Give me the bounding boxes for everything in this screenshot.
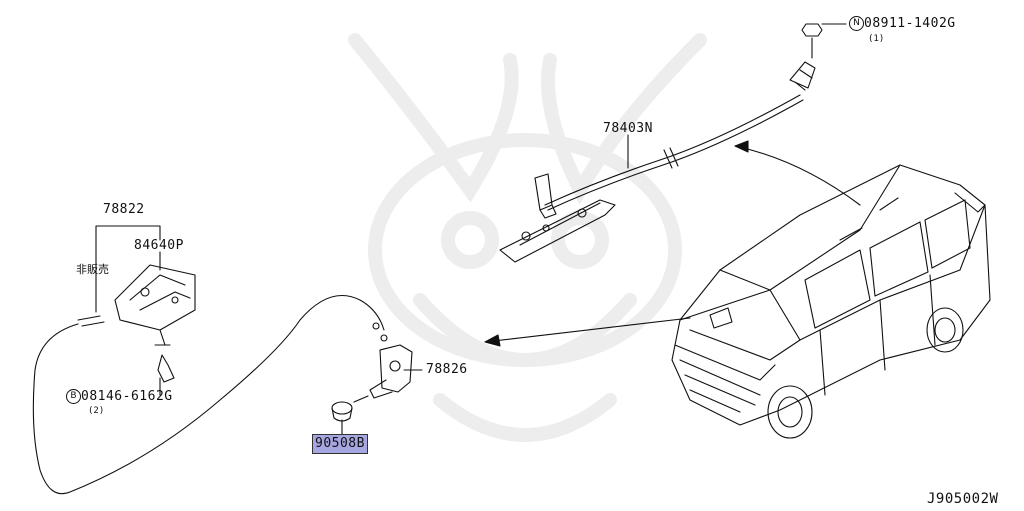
diagram-id: J905002W: [927, 491, 999, 507]
part-label-78826[interactable]: 78826: [426, 362, 468, 377]
grommet-90508b: [331, 395, 369, 422]
van-illustration: [671, 164, 991, 439]
part-label-84640p[interactable]: 84640P: [134, 238, 184, 253]
part-label-78403n[interactable]: 78403N: [603, 121, 653, 136]
arrow-head-front: [484, 334, 501, 347]
leader-line-78822: [95, 225, 161, 313]
part-label-90508b-highlighted[interactable]: 90508B: [312, 434, 368, 454]
qty-08146: (2): [88, 406, 105, 416]
watermark-emblem: [348, 33, 707, 442]
part-label-08146-6162g[interactable]: 08146-6162G: [81, 389, 173, 404]
prefix-b-badge: B: [66, 389, 81, 404]
qty-08911: (1): [868, 34, 885, 44]
prefix-n-badge: N: [849, 16, 864, 31]
part-label-08911-1402g[interactable]: 08911-1402G: [864, 16, 956, 31]
arrow-to-front: [484, 317, 691, 343]
hood-lock-assembly: [77, 264, 196, 383]
not-for-sale-label: 非販売: [76, 263, 109, 276]
arrow-to-cable: [734, 145, 861, 206]
arrow-head-cable: [734, 140, 749, 153]
cable-78822: [32, 295, 385, 495]
part-label-78822[interactable]: 78822: [103, 202, 145, 217]
cable-78403n: [499, 23, 823, 263]
latch-78826: [369, 322, 413, 399]
